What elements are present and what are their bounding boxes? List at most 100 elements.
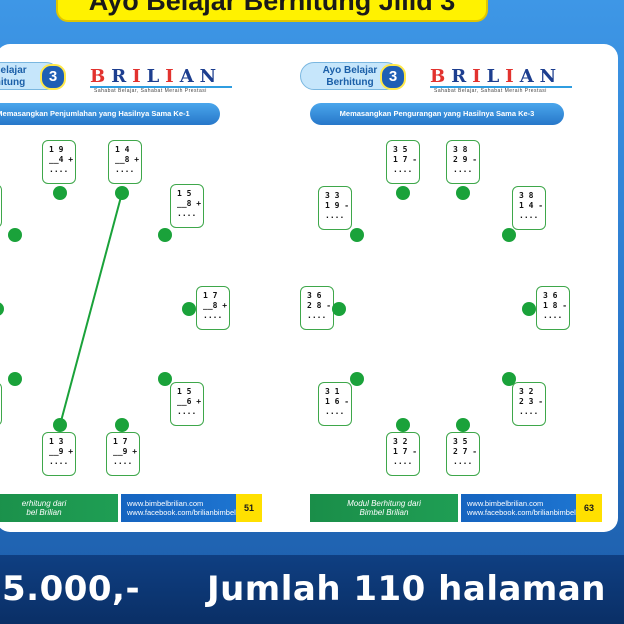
problem-top: 3 6 xyxy=(307,291,322,300)
facebook-link[interactable]: www.facebook.com/brilianbimbel xyxy=(467,508,576,517)
problem-bottom: __8 + xyxy=(177,199,202,208)
answer-blank: .... xyxy=(203,311,223,320)
answer-blank: .... xyxy=(453,165,473,174)
connector-dot[interactable] xyxy=(350,228,364,242)
problem-card: 3 8 2 9 - .... xyxy=(446,140,480,184)
brand-logo: BRILIAN xyxy=(90,66,223,87)
problem-bottom: __9 + xyxy=(49,447,74,456)
connector-dot[interactable] xyxy=(456,418,470,432)
problem-top: 1 4 xyxy=(115,145,130,154)
book-spread: Belajar hitung 3 BRILIAN Sahabat Belajar… xyxy=(0,44,618,532)
problem-bottom: __8 + xyxy=(203,301,228,310)
problem-bottom: 2 8 - xyxy=(307,301,332,310)
footer-links: www.bimbelbrilian.com www.facebook.com/b… xyxy=(118,494,236,522)
problem-top: 3 3 xyxy=(325,191,340,200)
problem-bottom: 1 7 - xyxy=(393,447,418,456)
level-badge: 3 xyxy=(380,64,406,90)
website-link[interactable]: www.bimbelbrilian.com xyxy=(467,499,544,508)
footer-module-label: Modul Berhitung dari Bimbel Brilian xyxy=(310,494,458,522)
series-pill-line1: Ayo Belajar xyxy=(322,65,378,76)
page-number: 63 xyxy=(576,494,602,522)
connector-dot[interactable] xyxy=(522,302,536,316)
answer-blank: .... xyxy=(307,311,327,320)
worksheet-title: Memasangkan Penjumlahan yang Hasilnya Sa… xyxy=(0,103,220,125)
website-link[interactable]: www.bimbelbrilian.com xyxy=(127,499,204,508)
problem-card: 3 8 1 4 - .... xyxy=(512,186,546,230)
problem-bottom: 1 9 - xyxy=(325,201,350,210)
problem-bottom: 1 8 - xyxy=(543,301,568,310)
problem-bottom: __9 + xyxy=(113,447,138,456)
problem-bottom: 2 3 - xyxy=(519,397,544,406)
answer-blank: .... xyxy=(113,457,133,466)
problem-card: 3 1 1 6 - .... xyxy=(318,382,352,426)
answer-blank: .... xyxy=(177,407,197,416)
page-number: 51 xyxy=(236,494,262,522)
problem-top: 1 5 xyxy=(177,189,192,198)
problem-bottom: 2 9 - xyxy=(453,155,478,164)
left-page: Belajar hitung 3 BRILIAN Sahabat Belajar… xyxy=(0,44,272,532)
problem-card: 3 3 1 9 - .... xyxy=(318,186,352,230)
connector-dot[interactable] xyxy=(350,372,364,386)
connector-dot[interactable] xyxy=(396,186,410,200)
problem-card: 1 9 __4 + .... xyxy=(42,140,76,184)
problem-top: 1 9 xyxy=(49,145,64,154)
footer-line1: erhitung dari xyxy=(21,499,67,508)
problem-bottom: 2 7 - xyxy=(453,447,478,456)
level-badge: 3 xyxy=(40,64,66,90)
problem-top: 3 2 xyxy=(393,437,408,446)
series-pill-line2: hitung xyxy=(0,77,26,88)
price-label: 5.000,- xyxy=(2,569,141,609)
problem-top: 3 8 xyxy=(453,145,468,154)
answer-blank: .... xyxy=(177,209,197,218)
problem-card: 3 2 1 7 - .... xyxy=(386,432,420,476)
problem-bottom: __8 + xyxy=(115,155,140,164)
connector-dot[interactable] xyxy=(158,228,172,242)
problem-top: 1 5 xyxy=(177,387,192,396)
facebook-link[interactable]: www.facebook.com/brilianbimbel xyxy=(127,508,236,517)
problem-bottom: __4 + xyxy=(49,155,74,164)
problem-top: 3 2 xyxy=(519,387,534,396)
problem-bottom: 1 6 - xyxy=(325,397,350,406)
problem-card: 3 6 1 8 - .... xyxy=(536,286,570,330)
answer-blank: .... xyxy=(453,457,473,466)
connector-dot[interactable] xyxy=(0,302,4,316)
problem-card: 1 4 __8 + .... xyxy=(108,140,142,184)
brand-underline xyxy=(430,86,572,88)
connector-dot[interactable] xyxy=(115,418,129,432)
problem-top: 3 6 xyxy=(543,291,558,300)
connector-dot[interactable] xyxy=(396,418,410,432)
answer-blank: .... xyxy=(49,165,69,174)
connector-dot[interactable] xyxy=(182,302,196,316)
problem-card: 1 7 __8 + .... xyxy=(196,286,230,330)
problem-top: 1 3 xyxy=(49,437,64,446)
problem-top: 1 7 xyxy=(203,291,218,300)
problem-top: 1 7 xyxy=(113,437,128,446)
answer-blank: .... xyxy=(325,407,345,416)
connector-dot[interactable] xyxy=(158,372,172,386)
connector-dot[interactable] xyxy=(332,302,346,316)
problem-card: 3 5 1 7 - .... xyxy=(386,140,420,184)
connector-dot[interactable] xyxy=(502,372,516,386)
brand-tagline: Sahabat Belajar, Sahabat Meraih Prestasi xyxy=(94,88,207,94)
answer-blank: .... xyxy=(519,407,539,416)
problem-top: 3 5 xyxy=(453,437,468,446)
problem-bottom: 1 4 - xyxy=(519,201,544,210)
brand-tagline: Sahabat Belajar, Sahabat Meraih Prestasi xyxy=(434,88,547,94)
match-line xyxy=(59,192,123,426)
problem-card: 1 5 __8 + .... xyxy=(170,184,204,228)
connector-dot[interactable] xyxy=(502,228,516,242)
book-title-banner: Ayo Belajar Berhitung Jilid 3 xyxy=(56,0,488,22)
brand-logo: BRILIAN xyxy=(430,66,563,87)
connector-dot[interactable] xyxy=(456,186,470,200)
problem-card: 3 6 2 8 - .... xyxy=(300,286,334,330)
connector-dot[interactable] xyxy=(8,372,22,386)
problem-top: 3 1 xyxy=(325,387,340,396)
problem-card: 1 3 __9 + .... xyxy=(42,432,76,476)
footer-line2: bel Brilian xyxy=(26,508,62,517)
problem-bottom: 1 7 - xyxy=(393,155,418,164)
page-count-label: Jumlah 110 halaman xyxy=(206,569,606,609)
connector-dot[interactable] xyxy=(53,186,67,200)
connector-dot[interactable] xyxy=(8,228,22,242)
right-page: Ayo Belajar Berhitung 3 BRILIAN Sahabat … xyxy=(300,44,612,532)
problem-card: 3 5 2 7 - .... xyxy=(446,432,480,476)
